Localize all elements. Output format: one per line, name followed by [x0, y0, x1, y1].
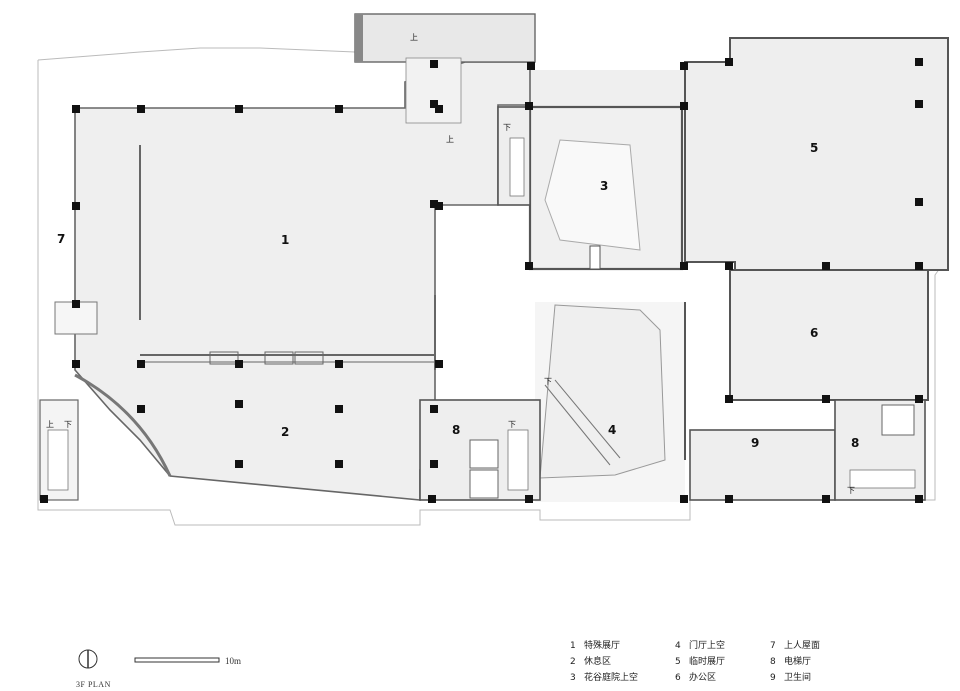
roof-terrace-top-edge	[37, 47, 356, 61]
room-number-9: 9	[751, 436, 759, 450]
room-number-6: 6	[810, 326, 818, 340]
stair-down-east: 下	[847, 486, 855, 495]
stair-run-top	[405, 57, 462, 124]
structural-columns	[40, 58, 923, 503]
room-number-2: 2	[281, 425, 289, 439]
room-number-1: 1	[281, 233, 289, 247]
stair-run-east	[849, 469, 916, 489]
room-number-3: 3	[600, 179, 608, 193]
stair-down-mid: 下	[508, 420, 516, 429]
room-number-4: 4	[608, 423, 616, 437]
room-number-5: 5	[810, 141, 818, 155]
toilets-9	[689, 429, 836, 501]
room-number-7: 7	[57, 232, 65, 246]
elevator-shaft-1	[469, 439, 499, 469]
stair-down-3: 下	[503, 123, 511, 132]
temporary-hall-5	[684, 37, 949, 271]
courtyard-notch	[589, 245, 601, 270]
plan-title: 3F PLAN	[76, 680, 111, 689]
elevator-shaft-2	[469, 469, 499, 499]
stair-run-3	[509, 137, 525, 197]
stair-down-left: 下	[64, 420, 72, 429]
bench-3	[294, 351, 324, 365]
curved-wall	[74, 373, 172, 477]
courtyard-sculpture	[544, 139, 641, 251]
scale-bar	[134, 657, 220, 663]
entrance-void-4	[539, 304, 666, 479]
top-stair-block	[354, 13, 536, 63]
stair-up-left: 上	[46, 420, 54, 429]
stair-run-left	[47, 429, 69, 491]
room-number-8-west: 8	[452, 423, 460, 437]
stair-up-top: 上	[410, 33, 418, 42]
entrance-stair	[544, 379, 621, 466]
top-stair-hatch	[355, 14, 363, 62]
office-6	[729, 269, 929, 401]
room-number-8-east: 8	[851, 436, 859, 450]
roof-terrace-outline	[37, 60, 941, 526]
elevator-shaft-east	[881, 404, 915, 436]
stair-run-mid	[507, 429, 529, 491]
bench-2	[264, 351, 294, 365]
bench-1	[209, 351, 239, 365]
stair-down-4: 下	[544, 377, 552, 386]
scale-label: 10m	[225, 656, 242, 666]
stair-up-top2: 上	[446, 135, 454, 144]
